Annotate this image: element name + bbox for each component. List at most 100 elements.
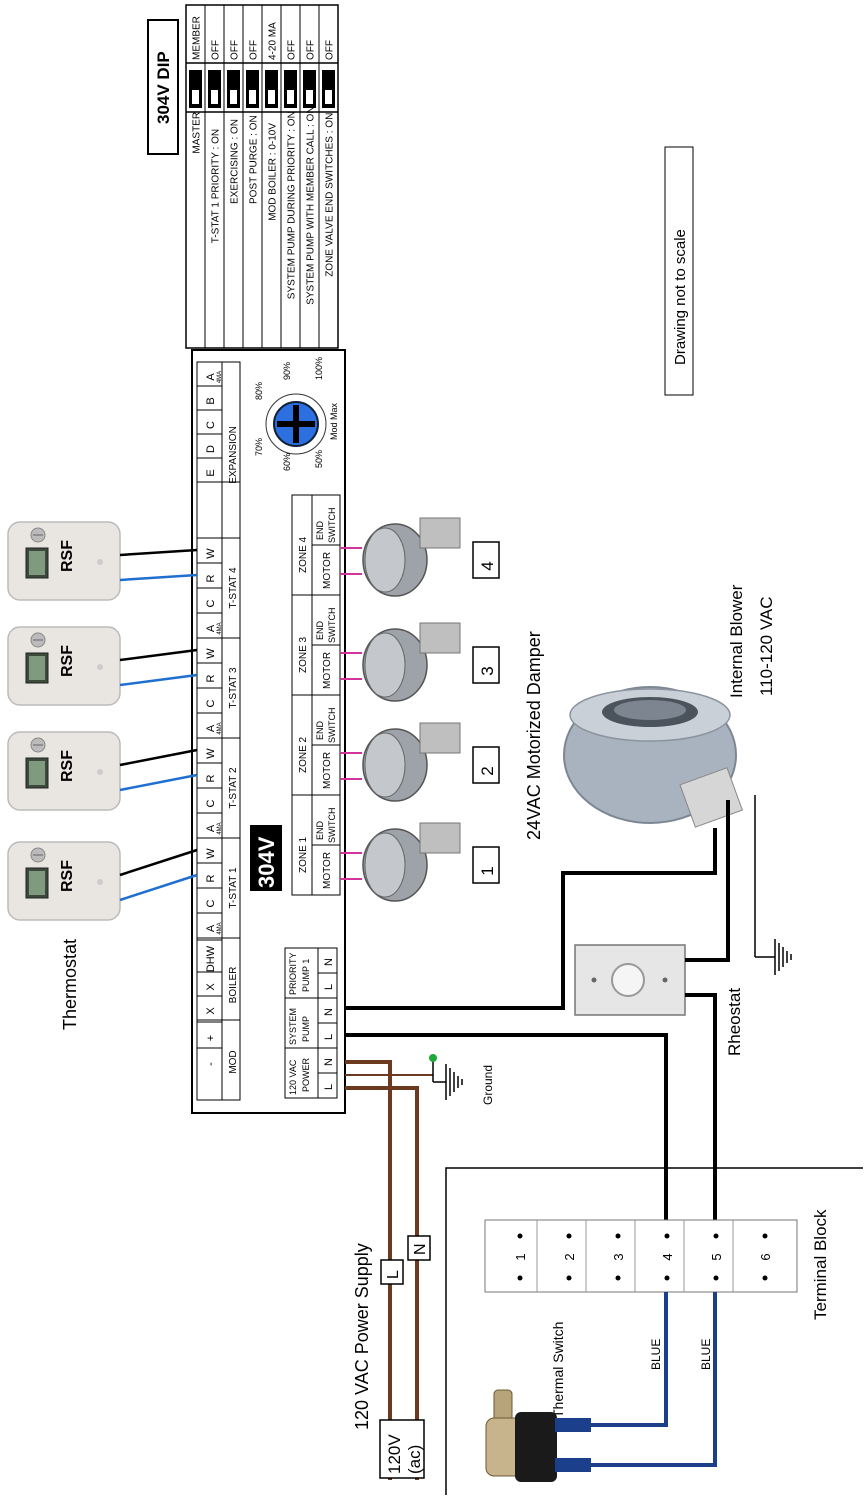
tstat-pin: A	[205, 824, 217, 832]
damper-icon: 3	[340, 622, 500, 702]
tstat-pin: C	[205, 699, 217, 707]
power-label2: POWER	[301, 1057, 311, 1092]
tstat-pin: W	[205, 648, 217, 659]
thermostat-wires	[119, 548, 198, 902]
tstat-pin: R	[205, 774, 217, 782]
terminal-number: 6	[758, 1253, 773, 1260]
dial-tick: 90%	[282, 362, 292, 380]
terminal-block-label: Terminal Block	[811, 1209, 830, 1320]
zone-label: ZONE 4	[298, 536, 309, 573]
supply-n-label: N	[412, 1243, 429, 1255]
zone-switch-label: SWITCH	[327, 608, 337, 644]
priority_pump-pin: L	[323, 984, 335, 990]
damper-icon: 4	[340, 517, 500, 597]
dial-tick: 70%	[254, 438, 264, 456]
thermostat-label: Thermostat	[60, 939, 80, 1030]
damper-number: 4	[478, 561, 497, 570]
tstat-label: T-STAT 4	[228, 567, 239, 609]
motorized-dampers: 1 2 3 4	[340, 517, 500, 902]
dip-off-label: OFF	[211, 40, 222, 60]
system_pump-label2: PUMP	[301, 1016, 311, 1042]
system_pump-pin: L	[323, 1034, 335, 1040]
dip-off-label: OFF	[287, 40, 298, 60]
rheostat-label: Rheostat	[725, 988, 744, 1056]
zone-end-label: END	[315, 820, 325, 840]
damper-icon: 2	[340, 722, 500, 802]
power-pin: N	[323, 1058, 335, 1066]
tstat-pin: A	[205, 724, 217, 732]
pin-sublabel: 4MA	[217, 371, 223, 383]
pin-sublabel: 4MA	[217, 622, 223, 634]
tstat-pin: W	[205, 548, 217, 559]
dhw-pin: DHW	[205, 945, 217, 972]
thermostat-brand: RSF	[59, 645, 76, 677]
ground-label: Ground	[481, 1065, 495, 1105]
terminal-number: 3	[611, 1253, 626, 1260]
zone-switch-label: SWITCH	[327, 708, 337, 744]
power-pin: L	[323, 1084, 335, 1090]
tstat-pin: R	[205, 674, 217, 682]
dip-on-label: MOD BOILER : 0-10V	[268, 123, 279, 221]
mod-max-dial[interactable]: 50% 60% 70% 80% 90% 100% Mod Max	[254, 357, 339, 471]
zone-end-label: END	[315, 620, 325, 640]
not-to-scale-text: Drawing not to scale	[672, 229, 689, 365]
terminal-number: 1	[513, 1253, 528, 1260]
damper-number-box	[472, 746, 500, 784]
dial-label: Mod Max	[329, 402, 339, 440]
boiler-label: BOILER	[228, 967, 239, 1004]
dip-on-label: MASTER	[192, 112, 203, 154]
thermal-switch-icon	[485, 1389, 591, 1482]
zone-end-label: END	[315, 720, 325, 740]
tstat-pin: W	[205, 848, 217, 859]
zone-motor-label: MOTOR	[322, 752, 333, 789]
dial-tick: 60%	[282, 453, 292, 471]
damper-number-box	[472, 541, 500, 579]
zone-switch-label: SWITCH	[327, 508, 337, 544]
dip-on-label: EXERCISING : ON	[230, 119, 241, 204]
dip-off-label: OFF	[325, 40, 336, 60]
thermostat-icon[interactable]: RSF	[7, 841, 121, 921]
terminal-number: 4	[660, 1253, 675, 1260]
dial-tick: 80%	[254, 382, 264, 400]
dip-on-label: SYSTEM PUMP WITH MEMBER CALL : ON	[306, 106, 317, 304]
terminal-number: 2	[562, 1253, 577, 1260]
ground-icon	[774, 939, 792, 975]
blower-label-2: 110-120 VAC	[757, 596, 776, 696]
supply-l-label: L	[385, 1270, 402, 1279]
dip-off-label: OFF	[306, 40, 317, 60]
thermal-switch-label: Thermal Switch	[550, 1322, 566, 1418]
zone-motor-label: MOTOR	[322, 652, 333, 689]
tstat-pin: R	[205, 574, 217, 582]
zone-end-label: END	[315, 520, 325, 540]
expansion-pin: C	[205, 421, 217, 429]
power-wires: Ground	[345, 800, 730, 1480]
dip-on-label: ZONE VALVE END SWITCHES : ON	[325, 113, 336, 277]
thermostat-icon[interactable]: RSF	[7, 521, 121, 601]
controller-model: 304V	[254, 836, 279, 888]
tstat-pin: C	[205, 899, 217, 907]
dip-on-label: SYSTEM PUMP DURING PRIORITY : ON	[287, 111, 298, 299]
expansion-pin: D	[205, 445, 217, 453]
expansion-pin: E	[205, 469, 217, 476]
dial-tick: 50%	[314, 450, 324, 468]
dip-off-label: 4-20 MA	[268, 22, 279, 60]
thermostats: RSF RSF RSF RSF	[7, 521, 121, 921]
tstat-pin: C	[205, 799, 217, 807]
rheostat[interactable]: Rheostat	[574, 944, 744, 1056]
expansion-pin: A	[205, 373, 217, 381]
priority_pump-label2: PUMP 1	[301, 959, 311, 992]
dial-tick: 100%	[314, 357, 324, 380]
thermostat-icon[interactable]: RSF	[7, 626, 121, 706]
damper-number: 3	[478, 666, 497, 675]
thermostat-icon[interactable]: RSF	[7, 731, 121, 811]
damper-label: 24VAC Motorized Damper	[524, 631, 544, 840]
damper-number: 1	[478, 866, 497, 875]
supply-label: 120 VAC Power Supply	[352, 1243, 372, 1430]
system_pump-label1: SYSTEM	[288, 1008, 298, 1045]
mod-pin: +	[205, 1035, 217, 1041]
tstat-pin: C	[205, 599, 217, 607]
tstat-label: T-STAT 3	[228, 667, 239, 709]
